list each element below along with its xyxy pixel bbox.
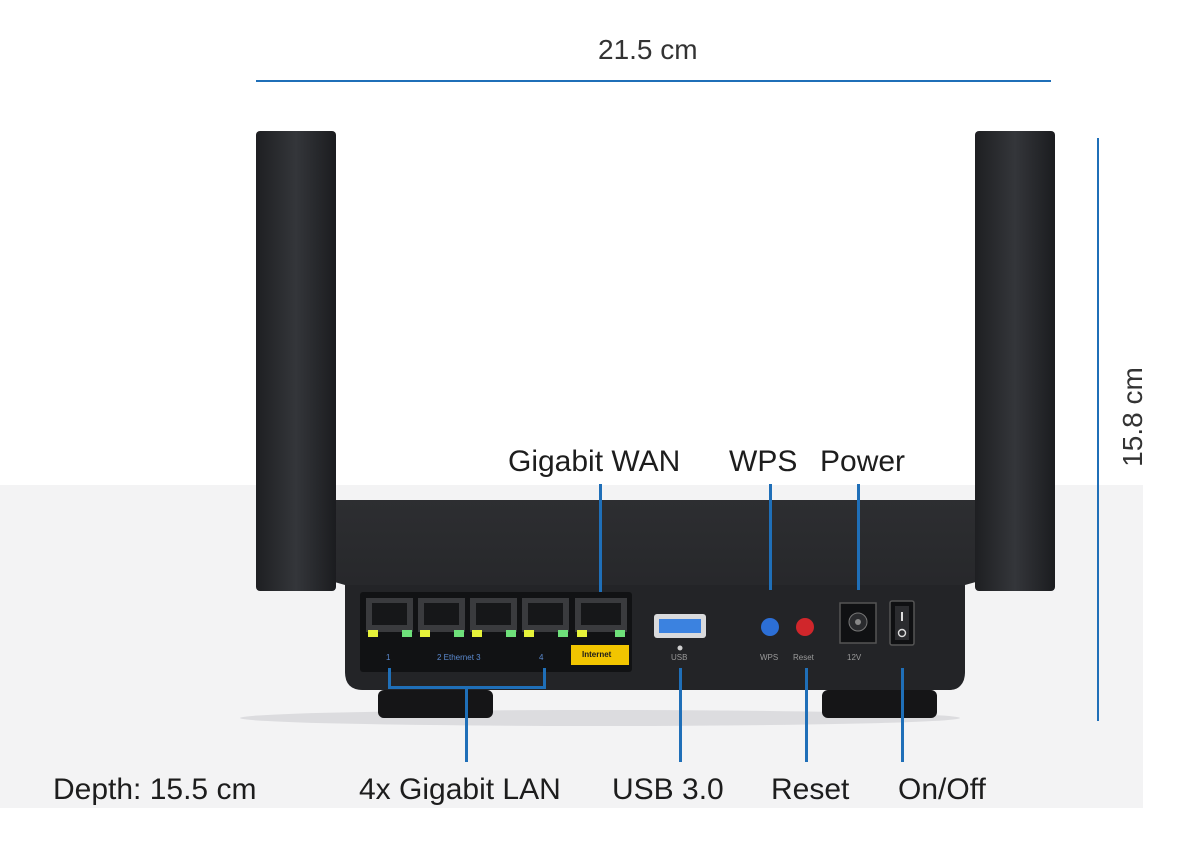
onoff-leader-line xyxy=(901,668,904,762)
panel-label-internet: Internet xyxy=(582,650,612,659)
callout-usb: USB 3.0 xyxy=(612,773,724,806)
right-foot xyxy=(822,690,937,718)
callout-onoff: On/Off xyxy=(898,773,986,806)
lan-port-3 xyxy=(470,598,517,637)
lan-port-2 xyxy=(418,598,465,637)
panel-label-usb: USB xyxy=(671,653,688,662)
lan-port-4 xyxy=(522,598,569,637)
right-antenna xyxy=(975,131,1055,591)
reset-button-shape xyxy=(796,618,814,636)
height-dimension-line xyxy=(1097,138,1099,721)
callout-gigabit-lan: 4x Gigabit LAN xyxy=(359,773,561,806)
depth-dimension-label: Depth: 15.5 cm xyxy=(53,773,257,806)
panel-label-ethernet: 2 Ethernet 3 xyxy=(437,653,481,662)
lan-bracket-right xyxy=(543,668,546,688)
callout-wps: WPS xyxy=(729,445,798,478)
internet-tag xyxy=(571,645,629,665)
panel-label-reset: Reset xyxy=(793,653,814,662)
lan-leader-line xyxy=(465,686,468,762)
panel-label-port-4: 4 xyxy=(539,653,544,662)
wps-button-shape xyxy=(761,618,779,636)
usb-leader-line xyxy=(679,668,682,762)
wan-port xyxy=(575,598,627,637)
reset-leader-line xyxy=(805,668,808,762)
power-leader-line xyxy=(857,484,860,590)
panel-label-port-1: 1 xyxy=(386,653,391,662)
lan-port-1 xyxy=(366,598,413,637)
width-dimension-line xyxy=(256,80,1051,82)
panel-label-wps: WPS xyxy=(760,653,779,662)
wan-leader-line xyxy=(599,484,602,592)
left-antenna xyxy=(256,131,336,591)
lan-bracket-left xyxy=(388,668,391,688)
callout-reset: Reset xyxy=(771,773,850,806)
width-dimension-label: 21.5 cm xyxy=(598,34,698,65)
panel-label-power: 12V xyxy=(847,653,862,662)
wps-leader-line xyxy=(769,484,772,590)
callout-gigabit-wan: Gigabit WAN xyxy=(508,445,681,478)
callout-power: Power xyxy=(820,445,906,478)
left-foot xyxy=(378,690,493,718)
